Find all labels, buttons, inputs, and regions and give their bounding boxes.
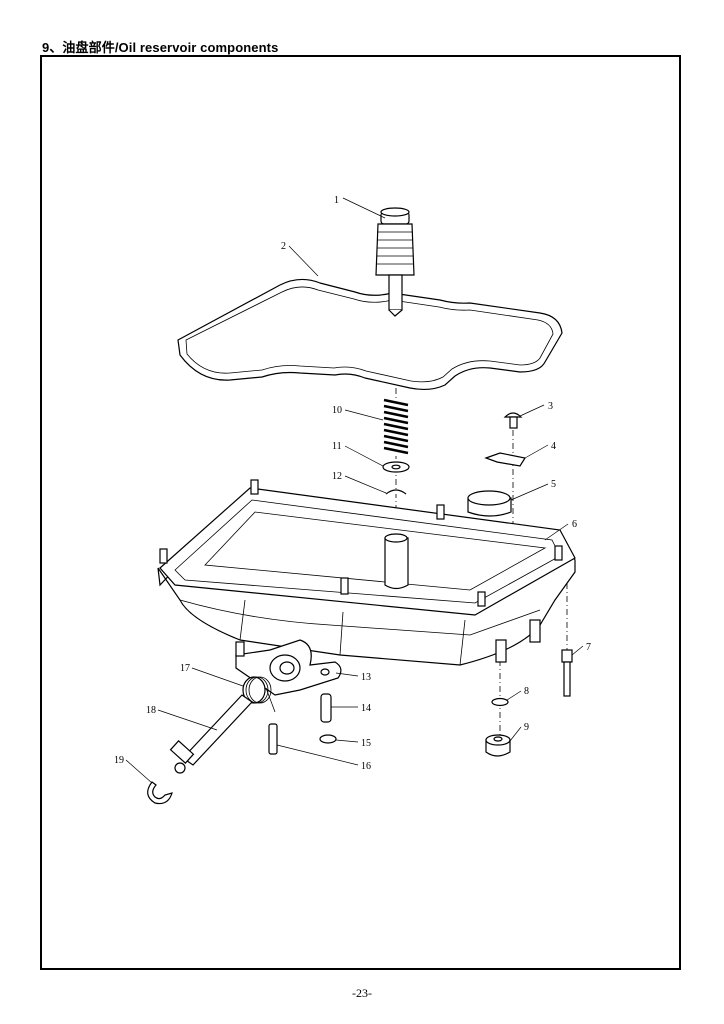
callout-7: 7 [586, 642, 591, 653]
callout-19: 19 [114, 755, 124, 766]
callout-labels: 1 2 3 4 5 6 7 8 9 10 11 12 13 14 15 16 1… [114, 195, 591, 772]
e-clip [147, 781, 173, 805]
oil-pan [157, 479, 576, 666]
round-cap [467, 490, 512, 517]
callout-9: 9 [524, 722, 529, 733]
leader-lines [125, 197, 584, 784]
callout-11: 11 [332, 441, 342, 452]
callout-5: 5 [551, 479, 556, 490]
callout-16: 16 [361, 761, 371, 772]
callout-1: 1 [334, 195, 339, 206]
page-number: -23- [352, 986, 372, 1000]
small-nut [319, 734, 337, 744]
spring [383, 398, 409, 456]
oil-filter [375, 207, 415, 317]
callout-6: 6 [572, 519, 577, 530]
circlip [385, 489, 407, 495]
callout-3: 3 [548, 401, 553, 412]
callout-15: 15 [361, 738, 371, 749]
page-title: 9、油盘部件/Oil reservoir components [42, 40, 279, 55]
callout-18: 18 [146, 705, 156, 716]
drawing-frame [40, 55, 681, 970]
stud-pin [268, 723, 278, 755]
dowel-pin [320, 693, 332, 723]
callout-2: 2 [281, 241, 286, 252]
screw-small [503, 412, 523, 429]
torsion-spring [242, 676, 276, 713]
gasket [177, 278, 563, 391]
drain-plug [485, 734, 511, 757]
o-ring [491, 697, 509, 707]
bolt [561, 649, 573, 697]
shaft [169, 694, 253, 774]
bracket-plate [484, 452, 526, 467]
callout-8: 8 [524, 686, 529, 697]
callout-12: 12 [332, 471, 342, 482]
callout-14: 14 [361, 703, 371, 714]
callout-10: 10 [332, 405, 342, 416]
callout-4: 4 [551, 441, 556, 452]
callout-13: 13 [361, 672, 371, 683]
callout-17: 17 [180, 663, 190, 674]
